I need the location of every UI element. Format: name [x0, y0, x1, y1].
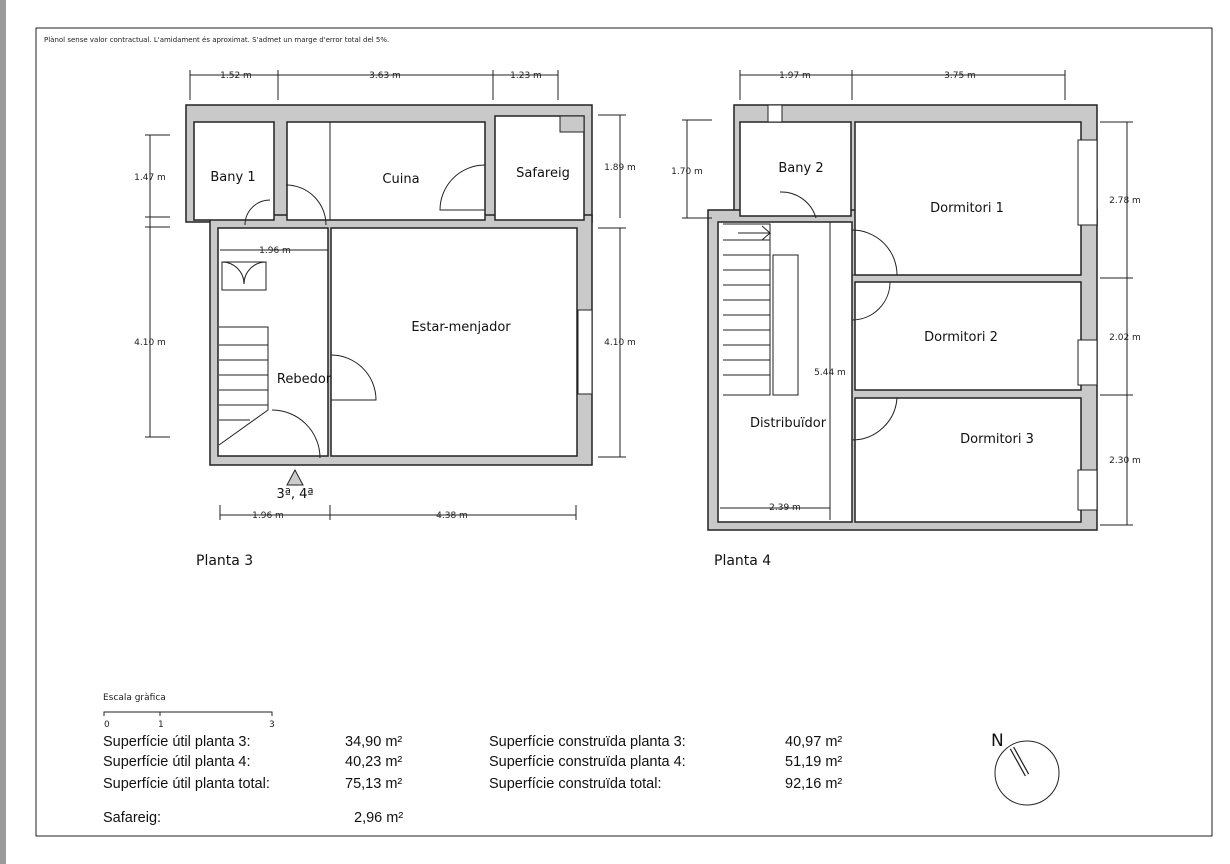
- dim-left-1: 1.47 m: [134, 173, 166, 183]
- area-label: Superfície construïda total:: [489, 776, 662, 792]
- label-rebedor: Rebedor: [277, 372, 332, 387]
- room-rebedor: [217, 227, 329, 457]
- area-value: 40,97 m²: [785, 734, 842, 750]
- label-estar-menjador: Estar-menjador: [411, 320, 511, 335]
- dim-right-2: 4.10 m: [604, 338, 636, 348]
- dim-right-1: 1.89 m: [604, 163, 636, 173]
- planta-4-title: Planta 4: [714, 553, 771, 569]
- room-cuina: [286, 121, 486, 221]
- compass-north-label: N: [991, 731, 1004, 751]
- room-dormitori-1: [854, 121, 1082, 276]
- label-distribuidor: Distribuïdor: [750, 416, 827, 431]
- area-value: 75,13 m²: [345, 776, 402, 792]
- north-compass-icon: N: [991, 731, 1060, 806]
- sheet-border: [35, 27, 1213, 837]
- area-label: Superfície útil planta 4:: [103, 754, 251, 770]
- dim-top-2: 3.75 m: [944, 71, 976, 81]
- room-bany-2: [739, 121, 852, 217]
- dim-inner-horizontal: 2.39 m: [769, 503, 801, 513]
- entrance-marker-icon: [286, 468, 304, 486]
- page-edge: [0, 0, 6, 864]
- dim-right-1: 2.78 m: [1109, 196, 1141, 206]
- dim-top-1: 1.52 m: [220, 71, 252, 81]
- dim-top-2: 3.63 m: [369, 71, 401, 81]
- label-safareig: Safareig: [516, 166, 570, 181]
- label-dormitori-2: Dormitori 2: [924, 330, 998, 345]
- dim-left-1: 1.70 m: [671, 167, 703, 177]
- dim-inner-vertical: 5.44 m: [814, 368, 846, 378]
- dim-right-2: 2.02 m: [1109, 333, 1141, 343]
- area-value: 92,16 m²: [785, 776, 842, 792]
- room-estar-menjador: [330, 227, 578, 457]
- dim-inner: 1.96 m: [259, 246, 291, 256]
- label-dormitori-1: Dormitori 1: [930, 201, 1004, 216]
- planta-3-title: Planta 3: [196, 553, 253, 569]
- area-label: Safareig:: [103, 810, 161, 826]
- room-bany-1: [193, 121, 275, 221]
- dim-left-2: 4.10 m: [134, 338, 166, 348]
- dim-top-3: 1.23 m: [510, 71, 542, 81]
- room-dormitori-3: [854, 397, 1082, 523]
- area-table: Superfície útil planta 3: 34,90 m² Super…: [103, 734, 842, 826]
- graphic-scale: Escala gràfica 0 1 3: [103, 693, 275, 730]
- area-value: 51,19 m²: [785, 754, 842, 770]
- area-label: Superfície construïda planta 3:: [489, 734, 686, 750]
- room-safareig: [494, 115, 585, 221]
- entrance-label: 3ª, 4ª: [276, 487, 313, 502]
- planta-4-plan: Bany 2 Dormitori 1 Dormitori 2 Dormitori…: [671, 70, 1141, 531]
- label-cuina: Cuina: [382, 172, 419, 187]
- room-dormitori-2: [854, 281, 1082, 391]
- area-label: Superfície construïda planta 4:: [489, 754, 686, 770]
- dim-top-1: 1.97 m: [779, 71, 811, 81]
- disclaimer-note: Plànol sense valor contractual. L'amidam…: [44, 36, 389, 44]
- label-bany-2: Bany 2: [778, 161, 823, 176]
- planta-3-plan: 3ª, 4ª Bany 1 Cuina Safareig Estar-menja…: [134, 70, 636, 521]
- label-bany-1: Bany 1: [210, 170, 255, 185]
- dim-bottom-2: 4.38 m: [436, 511, 468, 521]
- area-label: Superfície útil planta total:: [103, 776, 270, 792]
- scale-tick: 0: [104, 720, 110, 730]
- area-value: 34,90 m²: [345, 734, 402, 750]
- scale-label: Escala gràfica: [103, 693, 166, 703]
- dim-right-3: 2.30 m: [1109, 456, 1141, 466]
- scale-tick: 1: [158, 720, 164, 730]
- dim-bottom-1: 1.96 m: [252, 511, 284, 521]
- area-value: 40,23 m²: [345, 754, 402, 770]
- label-dormitori-3: Dormitori 3: [960, 432, 1034, 447]
- area-label: Superfície útil planta 3:: [103, 734, 251, 750]
- area-value: 2,96 m²: [354, 810, 403, 826]
- scale-tick: 3: [269, 720, 275, 730]
